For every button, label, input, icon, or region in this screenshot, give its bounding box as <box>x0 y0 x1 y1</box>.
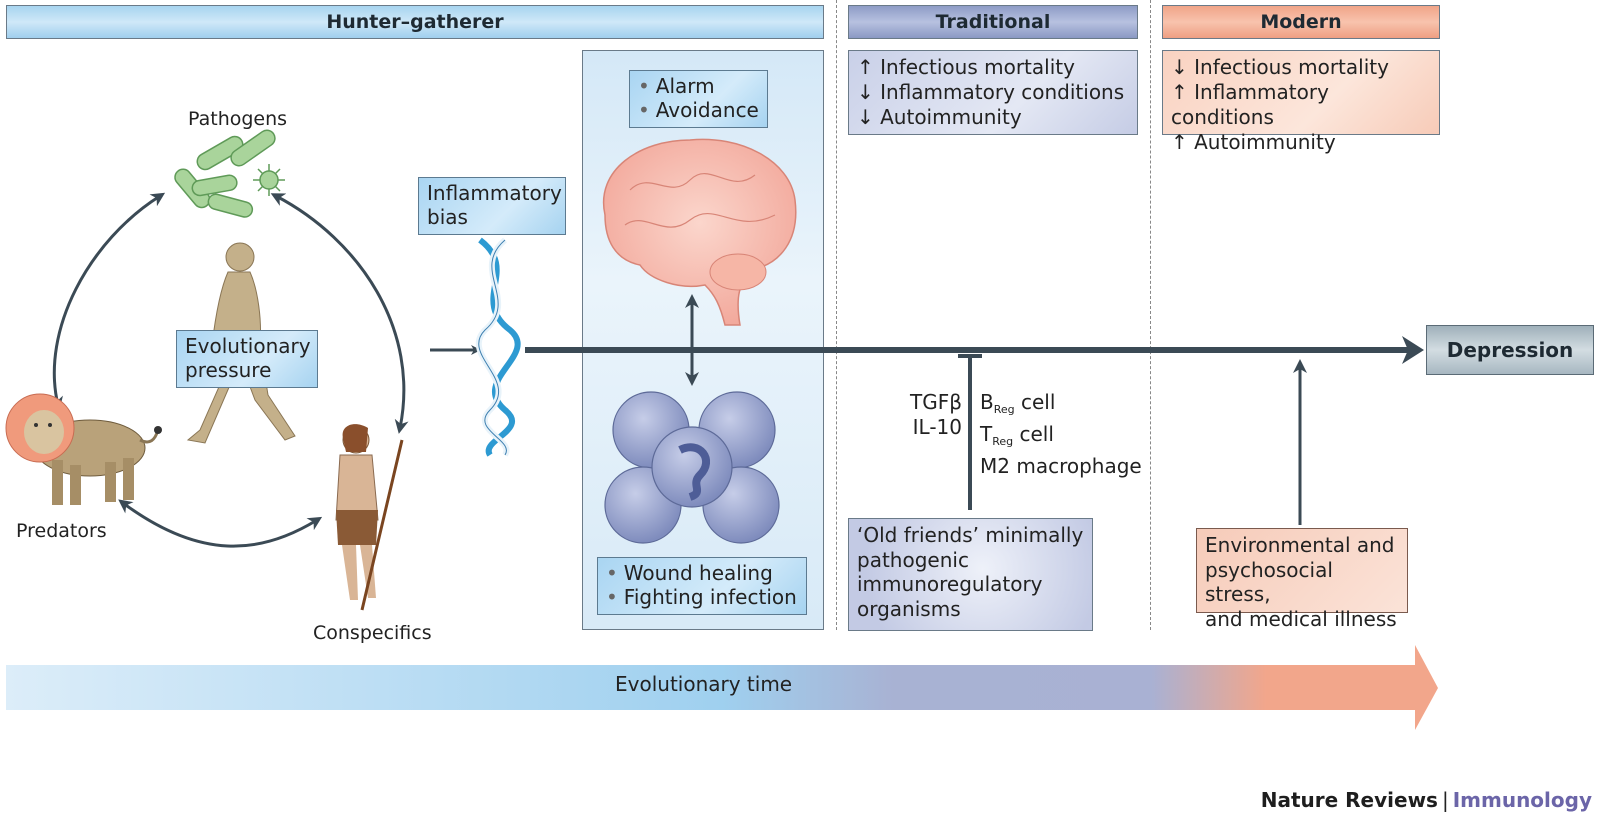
effect-item: ↓ Infectious mortality <box>1171 55 1389 79</box>
journal-section: Immunology <box>1452 788 1592 812</box>
box-line: and medical illness <box>1205 606 1397 631</box>
effect-item: ↑ Infectious mortality <box>857 55 1075 79</box>
cytokine-list: TGFβ IL-10 <box>908 390 962 440</box>
phase-header-modern: Modern <box>1162 5 1440 39</box>
old-friends-box: ‘Old friends’ minimally pathogenic immun… <box>848 518 1093 631</box>
conspecific-human-icon <box>335 424 404 611</box>
brain-function-item: Avoidance <box>638 98 759 122</box>
immune-functions-box: Wound healing Fighting infection <box>597 557 807 615</box>
effect-item: ↓ Autoimmunity <box>857 105 1022 129</box>
pathogens-icon <box>174 129 285 218</box>
label-pathogens: Pathogens <box>188 108 288 130</box>
box-line: pathogenic <box>857 547 969 572</box>
label-predators: Predators <box>16 520 107 542</box>
effect-item: ↑ Inflammatory conditions <box>1171 80 1329 129</box>
brain-icon <box>602 138 797 326</box>
phase-title: Hunter–gatherer <box>326 11 504 33</box>
immune-function-item: Fighting infection <box>606 585 798 609</box>
box-line: Environmental and <box>1205 533 1395 557</box>
effect-item: ↓ Inflammatory conditions <box>857 80 1125 104</box>
box-line: ‘Old friends’ minimally <box>857 523 1084 547</box>
environmental-stress-box: Environmental and psychosocial stress, a… <box>1196 528 1408 631</box>
effect-item: ↑ Autoimmunity <box>1171 130 1336 154</box>
modern-effects-box: ↓ Infectious mortality ↑ Inflammatory co… <box>1162 50 1440 154</box>
cytokine-item: TGFβ <box>910 390 962 414</box>
brain-function-item: Alarm <box>638 74 759 98</box>
main-arrow-head <box>1402 336 1424 364</box>
box-line: organisms <box>857 596 961 621</box>
regulatory-cell-item: TReg cell <box>980 422 1054 448</box>
box-line: bias <box>427 205 468 229</box>
predator-lion-icon <box>5 393 162 505</box>
regulatory-cell-list: BReg cell TReg cell M2 macrophage <box>980 390 1142 479</box>
brain-functions-box: Alarm Avoidance <box>629 70 768 128</box>
label-conspecifics: Conspecifics <box>313 622 432 644</box>
box-line: immunoregulatory <box>857 572 1043 596</box>
box-line: psychosocial stress, <box>1205 557 1333 607</box>
phase-title: Modern <box>1260 11 1342 33</box>
arrow-pathogens-conspecifics <box>270 193 409 434</box>
cycle-arrows <box>49 192 409 548</box>
arrow-predators-conspecifics <box>118 499 323 548</box>
journal-footer: Nature Reviews|Immunology <box>1261 788 1592 812</box>
phase-divider <box>1150 0 1151 630</box>
phase-header-hunter-gatherer: Hunter–gatherer <box>6 5 824 39</box>
box-line: Evolutionary <box>185 334 311 358</box>
arrow-pathogens-predators <box>49 192 166 411</box>
regulatory-cell-item: M2 macrophage <box>980 454 1142 478</box>
evolutionary-time-arrow <box>6 645 1438 730</box>
cytokine-item: IL-10 <box>912 415 962 439</box>
evolutionary-pressure-box: Evolutionary pressure <box>176 330 318 388</box>
journal-name: Nature Reviews <box>1260 788 1438 812</box>
inflammatory-bias-box: Inflammatory bias <box>418 177 566 235</box>
footer-separator: | <box>1441 788 1449 812</box>
box-line: Inflammatory <box>427 181 562 205</box>
phase-divider <box>836 0 837 630</box>
box-line: pressure <box>185 358 272 382</box>
dna-helix-icon <box>475 237 521 457</box>
traditional-effects-box: ↑ Infectious mortality ↓ Inflammatory co… <box>848 50 1138 135</box>
regulatory-cell-item: BReg cell <box>980 390 1056 416</box>
depression-box: Depression <box>1426 325 1594 375</box>
evolutionary-time-label: Evolutionary time <box>615 672 793 696</box>
immune-cells-icon <box>604 391 780 544</box>
immune-function-item: Wound healing <box>606 561 798 585</box>
outcome-label: Depression <box>1446 338 1574 362</box>
phase-header-traditional: Traditional <box>848 5 1138 39</box>
phase-title: Traditional <box>935 11 1051 33</box>
